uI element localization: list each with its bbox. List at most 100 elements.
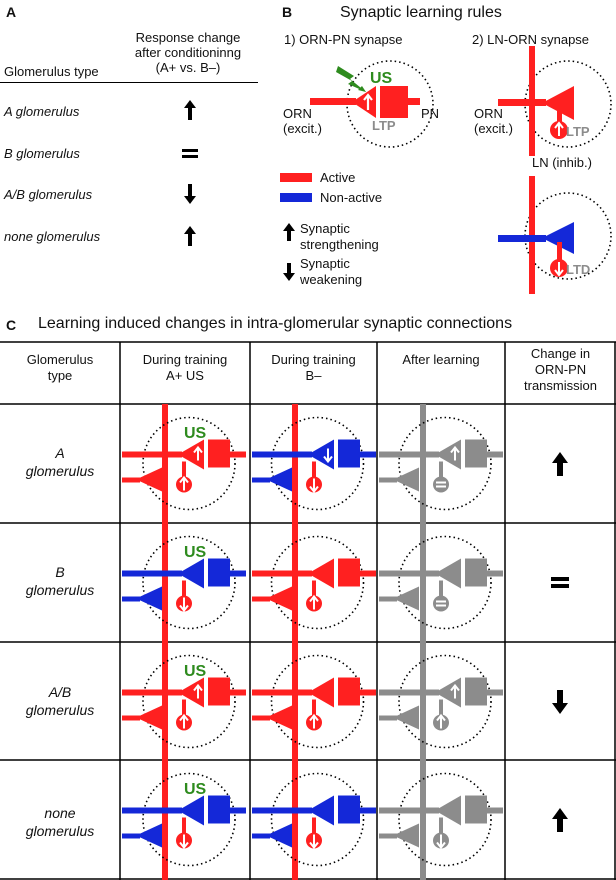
orn-terminal-lower — [136, 586, 162, 611]
orn-terminal-upper — [178, 439, 204, 470]
pn-axon — [358, 689, 376, 696]
row-b-line1: B — [55, 564, 65, 580]
equal-sign-icon — [182, 149, 198, 158]
orn-axon-upper — [122, 807, 182, 814]
ln-branch — [439, 461, 443, 480]
strengthen-mark-icon — [450, 683, 460, 699]
pn-axon — [358, 570, 376, 577]
pn-dendrite — [465, 795, 487, 824]
pn-dendrite — [338, 558, 360, 587]
orn-axon-upper — [379, 451, 439, 458]
panel-c-row-label-ab: A/B glomerulus — [0, 683, 120, 719]
orn-axon-upper — [379, 807, 439, 814]
col1-line1: During training — [142, 352, 228, 367]
panel-b-title: Synaptic learning rules — [340, 4, 502, 21]
panel-c-row-label-none: none glomerulus — [0, 804, 120, 840]
glomerulus-boundary — [142, 654, 236, 749]
row-none-line1: none — [44, 805, 76, 821]
legend-active-label: Active — [320, 170, 356, 185]
orn-terminal-lower — [136, 705, 162, 730]
orn-terminal-lower — [266, 823, 292, 848]
panel-b-sub1: 1) ORN-PN synapse — [284, 32, 403, 47]
strengthen-mark-icon — [193, 683, 203, 699]
legend-weaken-line1: Synaptic — [300, 256, 350, 271]
panel-c-col1-header: During training A+ US — [120, 352, 250, 384]
orn-axon-lower — [122, 833, 140, 839]
up-arrow-icon — [184, 100, 196, 120]
pn-dendrite — [208, 439, 230, 468]
pn-axon — [228, 570, 246, 577]
col0-line2: type — [47, 368, 73, 383]
b2-orn-label: ORN — [474, 106, 503, 121]
orn-axon-upper — [252, 451, 312, 458]
ln-orn-ltp-diagram — [498, 46, 612, 156]
ln-line-col3 — [420, 404, 426, 880]
orn-axon-upper — [252, 807, 312, 814]
down-arrow-icon — [552, 690, 568, 714]
b2-ln-label: LN (inhib.) — [532, 155, 592, 170]
row-ab-line2: glomerulus — [25, 702, 95, 718]
b1-ltp-label: LTP — [372, 118, 396, 133]
up-arrow-icon — [184, 226, 196, 246]
ln-branch — [312, 461, 316, 480]
weaken-mark-icon — [323, 448, 333, 464]
b1-excit-label: (excit.) — [283, 121, 322, 136]
col2-line1: During training — [271, 352, 356, 367]
strengthen-mark-icon — [309, 594, 319, 610]
legend-strength-label: Synaptic strengthening — [300, 221, 379, 253]
legend-weaken-label: Synaptic weakening — [300, 256, 362, 288]
orn-axon-lower — [379, 833, 397, 839]
legend-active-swatch — [280, 173, 312, 182]
ln-line-col1 — [162, 404, 168, 880]
b2-excit-label: (excit.) — [474, 121, 513, 136]
orn-axon-lower — [252, 477, 270, 483]
ln-branch — [439, 580, 443, 599]
ln-branch — [312, 699, 316, 718]
weaken-mark-icon — [309, 834, 319, 850]
orn-terminal-lower — [393, 705, 419, 730]
orn-terminal-lower — [266, 467, 292, 492]
orn-axon-upper — [252, 570, 312, 577]
legend-down-arrow-icon — [283, 263, 295, 281]
legend-strength-line2: strengthening — [300, 237, 379, 252]
panel-a-rule — [0, 82, 258, 83]
pn-axon — [358, 807, 376, 814]
orn-terminal-lower — [393, 586, 419, 611]
panel-c-row-label-a: A glomerulus — [0, 444, 120, 480]
col4-line3: transmission — [524, 378, 597, 393]
orn-terminal-upper — [308, 558, 334, 589]
panel-b-sub2: 2) LN-ORN synapse — [472, 32, 590, 47]
panel-c-row-label-b: B glomerulus — [0, 563, 120, 599]
equal-sign-icon — [551, 577, 569, 588]
strengthen-mark-icon — [450, 445, 460, 461]
strengthen-mark-icon — [193, 445, 203, 461]
down-arrow-icon — [184, 184, 196, 204]
orn-terminal-upper — [178, 795, 204, 826]
strengthen-mark-icon — [179, 713, 189, 729]
orn-axon-upper — [122, 570, 182, 577]
ln-branch — [439, 699, 443, 718]
panel-a-row-label: A/B glomerulus — [4, 187, 93, 202]
panel-c-col0-header: Glomerulus type — [0, 352, 120, 384]
equal-mark-icon — [436, 600, 446, 603]
orn-terminal-upper — [178, 677, 204, 708]
panel-c-title: Learning induced changes in intra-glomer… — [38, 315, 513, 332]
ln-branch — [182, 817, 186, 836]
panel-c-change-symbols — [551, 452, 569, 832]
equal-mark-icon — [436, 485, 446, 488]
pn-dendrite — [338, 795, 360, 824]
glomerulus-boundary — [270, 772, 365, 867]
panel-c-col4-header: Change in ORN-PN transmission — [505, 346, 616, 394]
orn-axon-upper — [122, 689, 182, 696]
pn-dendrite — [208, 795, 230, 824]
panel-c-letter: C — [6, 317, 17, 333]
row-a-line1: A — [55, 445, 65, 461]
orn-terminal-lower — [393, 823, 419, 848]
b1-us-label: US — [370, 70, 393, 87]
panel-c-col2-header: During training B– — [250, 352, 377, 384]
panel-a-row-label: B glomerulus — [4, 146, 80, 161]
glomerulus-boundary — [398, 654, 492, 749]
col4-line1: Change in — [530, 346, 591, 361]
